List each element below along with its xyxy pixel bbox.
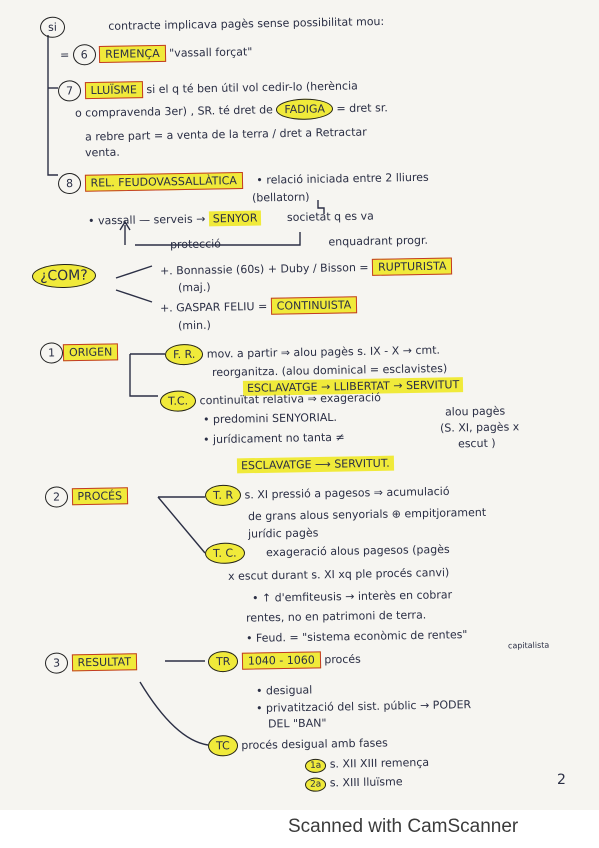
text: jurídic pagès	[247, 526, 319, 541]
note-line: +. GASPAR FELIU = CONTINUISTA	[159, 296, 358, 315]
note-line: ¿COM?	[31, 263, 96, 289]
text: s. XIII lluïsme	[329, 775, 403, 790]
text: enquadrant progr.	[328, 233, 429, 249]
text: • vassall — serveis →	[87, 212, 206, 228]
text: ESCLAVATGE ⟶ SERVITUT.	[236, 455, 394, 474]
note-line: (min.)	[178, 319, 211, 333]
note-line: (maj.)	[178, 281, 211, 295]
term-continuista: CONTINUISTA	[270, 296, 358, 315]
term-lluisme: LLUÏSME	[84, 81, 144, 100]
notebook-page: si contracte implicava pagès sense possi…	[0, 0, 599, 810]
term-proces: PROCÉS	[71, 487, 129, 506]
note-line: DEL "BAN"	[268, 716, 327, 730]
note-line: escut )	[458, 437, 496, 451]
text: (maj.)	[177, 280, 211, 295]
text: capitalista	[507, 640, 550, 651]
text: = dret sr.	[336, 101, 388, 116]
eq: =	[59, 48, 70, 62]
text: societat q es va	[286, 209, 374, 225]
label-si: si	[39, 16, 66, 39]
text: DEL "BAN"	[267, 716, 327, 731]
note-line: (bellatorn)	[252, 190, 310, 204]
page-number: 2	[557, 772, 566, 788]
text: s. XII XIII remença	[329, 755, 430, 771]
section-resultat: 3 RESULTAT	[44, 652, 138, 674]
note-line: capitalista	[508, 641, 549, 651]
watermark-text: Scanned with CamScanner	[288, 816, 519, 837]
term-remenca: REMENÇA	[99, 44, 166, 63]
term-years: 1040 - 1060	[241, 651, 321, 670]
text: protecció	[169, 237, 222, 252]
text: venta.	[84, 145, 120, 160]
note-line: 2a s. XIII lluïsme	[304, 775, 403, 792]
note-line: jurídic pagès	[248, 526, 319, 540]
text: alou pagès	[444, 404, 506, 419]
text: escut )	[457, 436, 496, 451]
note-line: • jurídicament no tanta ≠	[203, 431, 345, 446]
note-line: • desigual	[256, 684, 312, 698]
note-line: alou pagès	[445, 404, 505, 418]
term-origen: ORIGEN	[62, 343, 119, 362]
scanner-footer: Scanned with CamScanner	[0, 810, 599, 848]
term-rupturista: RUPTURISTA	[371, 257, 453, 276]
num-6: 6	[72, 44, 96, 66]
note-line: venta.	[85, 146, 120, 160]
text: procés	[324, 652, 361, 667]
handwritten-connectors	[47, 35, 325, 746]
section-proces: 2 PROCÉS	[44, 486, 129, 508]
text: "vassall forçat"	[169, 45, 253, 60]
text: procés desigual amb fases	[241, 736, 388, 752]
note-line: • predomini SENYORIAL.	[203, 411, 337, 426]
note-line: ESCLAVATGE ⟶ SERVITUT.	[236, 455, 394, 474]
text: • desigual	[255, 683, 313, 698]
note-line: 1a s. XII XIII remença	[304, 755, 430, 774]
term-senyor: SENYOR	[208, 210, 262, 227]
note-line: (S. XI, pagès x	[440, 420, 519, 434]
term-relfeud: REL. FEUDOVASSALLÀTICA	[84, 172, 244, 192]
text: +. GASPAR FELIU =	[159, 299, 268, 315]
text: (min.)	[177, 318, 211, 333]
note-line: TR 1040 - 1060 procés	[207, 650, 361, 673]
text: (S. XI, pagès x	[439, 420, 520, 435]
text: (bellatorn)	[251, 190, 310, 205]
text: • predomini SENYORIAL.	[202, 410, 338, 427]
term-resultat: RESULTAT	[71, 653, 138, 672]
text: • jurídicament no tanta ≠	[202, 430, 345, 447]
